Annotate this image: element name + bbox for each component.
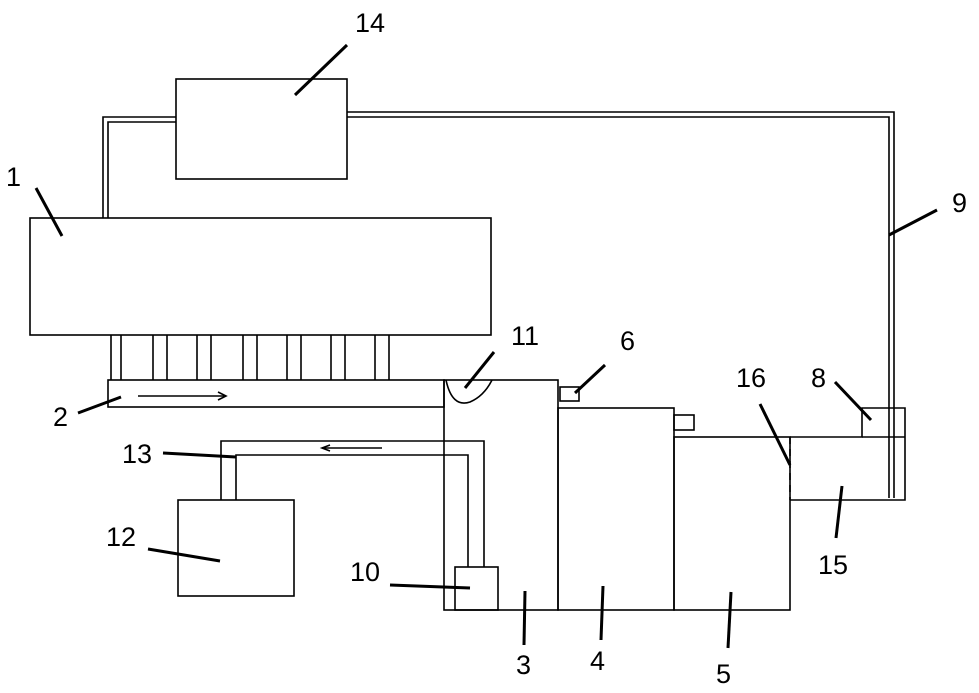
leader-8 <box>833 380 873 422</box>
component-12-tank <box>177 499 295 597</box>
label-9: 9 <box>952 188 967 218</box>
connector-tubes-1-to-2 <box>110 335 390 380</box>
component-3-chamber <box>443 379 559 611</box>
pipe-9 <box>347 111 895 498</box>
label-8: 8 <box>811 363 826 393</box>
label-14: 14 <box>355 8 385 38</box>
leader-13 <box>162 451 237 459</box>
flow-arrow-right <box>138 391 228 401</box>
component-11-funnel <box>445 379 493 404</box>
component-1-box <box>29 217 492 336</box>
leader-14 <box>293 43 349 97</box>
label-13: 13 <box>122 439 152 469</box>
component-4-chamber <box>557 407 675 611</box>
pipe-1-to-14 <box>102 116 176 218</box>
number-labels: 14 1 9 11 6 16 8 2 13 12 10 15 3 4 5 <box>6 8 967 689</box>
leader-15 <box>834 485 844 539</box>
component-15-box <box>790 407 906 501</box>
label-2: 2 <box>53 402 68 432</box>
leader-6 <box>573 363 607 395</box>
component-6-box <box>559 386 580 402</box>
label-5: 5 <box>716 659 731 689</box>
leader-9 <box>888 208 938 237</box>
label-15: 15 <box>818 550 848 580</box>
component-5-chamber <box>673 436 791 611</box>
leader-16 <box>758 403 792 466</box>
leader-1 <box>34 187 64 237</box>
leader-10 <box>389 583 471 590</box>
component-14-box <box>175 78 348 180</box>
label-1: 1 <box>6 162 21 192</box>
label-16: 16 <box>736 363 766 393</box>
pipe-13 <box>220 440 485 567</box>
label-3: 3 <box>516 650 531 680</box>
label-11: 11 <box>511 321 539 351</box>
leader-4 <box>599 585 605 641</box>
label-4: 4 <box>590 646 605 676</box>
flow-arrow-left <box>319 444 382 452</box>
leader-2 <box>77 395 122 415</box>
label-6: 6 <box>620 326 635 356</box>
leader-lines <box>34 43 938 649</box>
leader-3 <box>522 590 527 646</box>
label-10: 10 <box>350 557 380 587</box>
leader-12 <box>147 547 221 563</box>
label-12: 12 <box>106 522 136 552</box>
component-2-trough <box>107 379 445 408</box>
leader-11 <box>463 351 496 389</box>
port-4 <box>673 414 695 431</box>
leader-5 <box>726 591 733 649</box>
